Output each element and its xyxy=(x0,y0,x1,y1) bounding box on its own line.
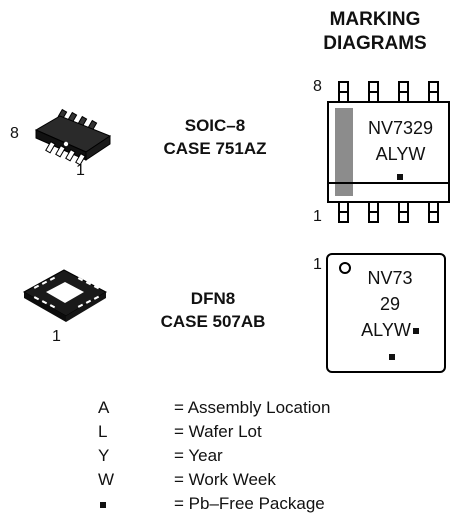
heading-line-2: DIAGRAMS xyxy=(323,33,427,54)
dfn8-package-icon xyxy=(22,269,108,322)
pb-free-dot-icon xyxy=(397,174,403,180)
legend-key: W xyxy=(98,470,115,489)
soic-marking-line2: ALYW xyxy=(375,144,426,164)
dfn-marking-line3: ALYW xyxy=(350,320,430,341)
dfn-marking-pin1: 1 xyxy=(313,256,322,273)
dfn-marking-line3-text: ALYW xyxy=(361,320,411,340)
soic8-package-icon xyxy=(34,108,112,166)
dfn8-case: CASE 507AB xyxy=(160,312,266,331)
soic8-case: CASE 751AZ xyxy=(163,139,267,158)
soic-marking-pin8: 8 xyxy=(313,78,322,95)
soic8-name: SOIC–8 xyxy=(184,116,246,135)
legend-row-year: Y = Year xyxy=(0,446,460,470)
pb-free-dot-icon xyxy=(389,354,395,360)
legend-value: = Year xyxy=(174,446,223,465)
legend-key: A xyxy=(98,398,110,417)
dfn8-package-label: DFN8 CASE 507AB xyxy=(128,287,298,333)
soic-pin1-label: 1 xyxy=(76,162,85,179)
legend-key: Y xyxy=(98,446,110,465)
legend-value: = Pb–Free Package xyxy=(174,494,325,513)
dfn8-name: DFN8 xyxy=(190,289,236,308)
legend-row-assembly-location: A = Assembly Location xyxy=(0,398,460,422)
soic8-marking-outline xyxy=(327,81,450,223)
soic-pin8-label: 8 xyxy=(10,125,19,142)
soic-marking-pin1: 1 xyxy=(313,208,322,225)
marking-diagrams-heading: MARKING DIAGRAMS xyxy=(290,8,460,56)
dfn-marking-line1: NV73 xyxy=(367,268,413,288)
soic-marking-line1: NV7329 xyxy=(367,118,434,138)
soic8-package-label: SOIC–8 CASE 751AZ xyxy=(130,114,300,160)
pb-free-dot-icon xyxy=(100,502,106,508)
dfn-marking-line2: 29 xyxy=(379,294,401,314)
legend-row-work-week: W = Work Week xyxy=(0,470,460,494)
legend-value: = Assembly Location xyxy=(174,398,331,417)
legend-row-wafer-lot: L = Wafer Lot xyxy=(0,422,460,446)
legend-row-pb-free-package: = Pb–Free Package xyxy=(0,494,460,518)
dfn8-marking-outline xyxy=(326,253,446,373)
legend-value: = Work Week xyxy=(174,470,276,489)
legend-key: L xyxy=(98,422,108,441)
pb-free-dot-icon xyxy=(412,328,419,335)
legend-value: = Wafer Lot xyxy=(174,422,262,441)
heading-line-1: MARKING xyxy=(329,9,421,30)
dfn8-pin1-label: 1 xyxy=(52,328,61,345)
